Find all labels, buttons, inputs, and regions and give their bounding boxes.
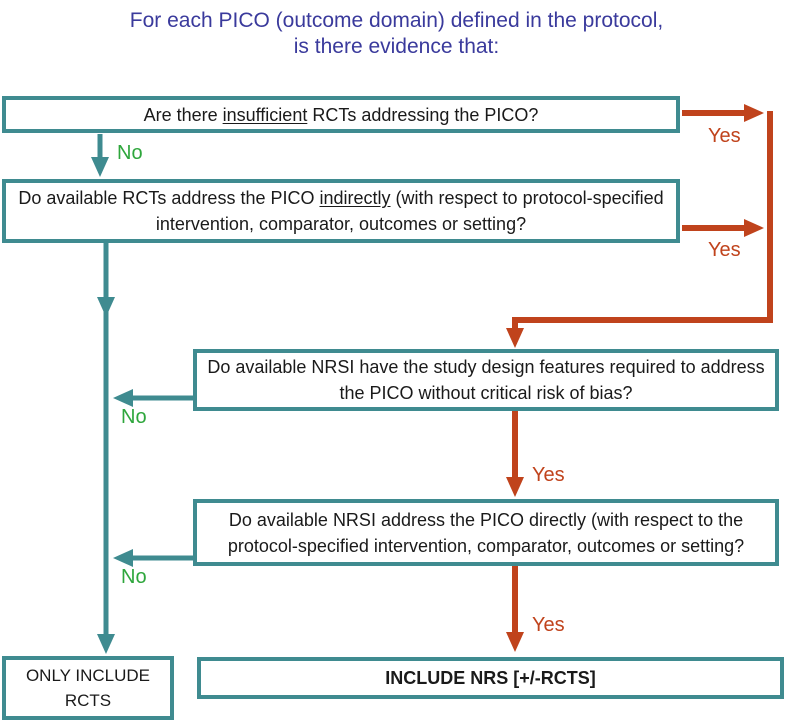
question-text: Do available NRSI address the PICO direc… (227, 509, 745, 556)
page-title: For each PICO (outcome domain) defined i… (0, 8, 793, 60)
question-text: Do available NRSI have the study design … (207, 357, 765, 403)
outcome-box-only-rcts: ONLY INCLUDE RCTS (2, 656, 174, 720)
outcome-text: ONLY INCLUDE RCTS (25, 666, 151, 710)
label-yes-3: Yes (532, 464, 565, 486)
label-no-1: No (117, 142, 143, 164)
title-line-1: For each PICO (outcome domain) defined i… (129, 9, 664, 32)
question-text: Do available RCTs address the PICO indir… (18, 188, 664, 234)
label-yes-2: Yes (708, 239, 741, 261)
question-box-insufficient-rcts: Are there insufficient RCTs addressing t… (2, 96, 680, 133)
label-no-2: No (121, 406, 147, 428)
outcome-box-include-nrs: INCLUDE NRS [+/-RCTS] (197, 657, 784, 699)
outcome-text: INCLUDE NRS [+/-RCTS] (385, 668, 596, 688)
question-box-rcts-indirect: Do available RCTs address the PICO indir… (2, 179, 680, 243)
question-text: Are there insufficient RCTs addressing t… (143, 104, 539, 125)
title-line-2: is there evidence that: (293, 35, 500, 58)
question-box-nrsi-direct: Do available NRSI address the PICO direc… (193, 499, 779, 566)
label-yes-1: Yes (708, 125, 741, 147)
question-box-nrsi-design: Do available NRSI have the study design … (193, 349, 779, 411)
line-yes-down-to-q3 (506, 111, 773, 348)
label-yes-4: Yes (532, 614, 565, 636)
label-no-3: No (121, 566, 147, 588)
